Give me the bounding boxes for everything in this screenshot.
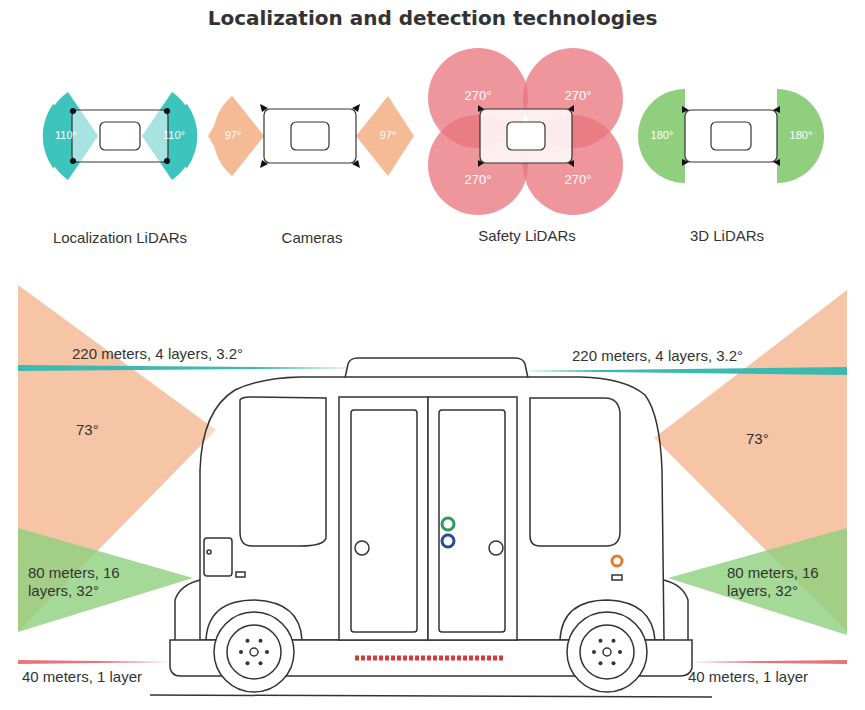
drawing-part xyxy=(246,661,250,665)
drawing-part xyxy=(592,650,596,654)
drawing-part xyxy=(18,285,216,632)
drawing-part xyxy=(507,122,545,150)
drawing-part xyxy=(599,639,603,643)
drawing-part xyxy=(612,556,622,566)
drawing-part xyxy=(259,639,263,643)
shuttle-vehicle xyxy=(150,358,712,697)
drawing-part xyxy=(265,650,269,654)
drawing-part xyxy=(618,650,622,654)
drawing-part xyxy=(612,639,616,643)
drawing-part xyxy=(18,528,193,632)
drawing-part xyxy=(520,367,847,375)
angle-label: 73° xyxy=(76,421,99,439)
sensor-name: 3D LiDARs xyxy=(690,227,764,245)
drawing-part xyxy=(164,158,170,164)
drawing-part xyxy=(259,661,263,665)
drawing-part xyxy=(204,538,232,576)
3d-lidar-icon xyxy=(638,89,824,183)
drawing-part xyxy=(207,550,211,554)
drawing-part xyxy=(599,661,603,665)
angle-label: 110° xyxy=(163,129,185,142)
drawing-part xyxy=(150,695,712,697)
drawing-part xyxy=(777,89,824,183)
drawing-part xyxy=(208,96,264,176)
drawing-part xyxy=(200,377,664,640)
drawing-part xyxy=(70,108,76,114)
drawing-part xyxy=(638,89,685,183)
drawing-part xyxy=(339,397,428,640)
angle-label: 270° xyxy=(565,172,592,188)
drawing-part xyxy=(260,104,360,168)
drawing-part xyxy=(236,572,245,577)
angle-label: 97° xyxy=(380,129,397,142)
drawing-part xyxy=(239,650,243,654)
drawing-part xyxy=(264,109,356,163)
range-label: 80 meters, 16 layers, 32° xyxy=(28,564,168,600)
sensor-fields xyxy=(18,285,847,664)
drawing-part xyxy=(567,612,647,692)
drawing-part xyxy=(355,541,369,555)
drawing-part xyxy=(682,106,780,166)
drawing-part xyxy=(214,612,294,692)
drawing-part xyxy=(442,518,454,530)
wheel-bolts xyxy=(239,639,622,666)
drawing-part xyxy=(489,541,503,555)
range-label: 220 meters, 4 layers, 3.2° xyxy=(72,345,243,363)
range-label: 220 meters, 4 layers, 3.2° xyxy=(572,347,743,365)
camera-icon xyxy=(208,96,414,176)
drawing-part xyxy=(250,648,258,656)
drawing-part xyxy=(439,410,505,632)
angle-label: 180° xyxy=(651,129,674,142)
drawing-part xyxy=(612,661,616,665)
drawing-part xyxy=(685,110,777,162)
sensor-name: Safety LiDARs xyxy=(478,227,576,245)
drawing-part xyxy=(690,660,847,664)
drawing-part xyxy=(70,158,76,164)
drawing-part xyxy=(291,122,329,150)
drawing-part xyxy=(246,639,250,643)
drawing-part xyxy=(100,122,140,150)
angle-label: 97° xyxy=(225,129,242,142)
range-label: 80 meters, 16 layers, 32° xyxy=(727,564,847,600)
angle-label: 180° xyxy=(790,129,813,142)
drawing-part xyxy=(442,535,454,547)
drawing-part xyxy=(240,397,326,546)
angle-label: 73° xyxy=(746,430,769,448)
drawing-part xyxy=(18,365,360,371)
angle-label: 110° xyxy=(55,129,77,142)
drawing-part xyxy=(72,110,168,162)
drawing-part xyxy=(355,656,505,661)
drawing-part xyxy=(530,398,620,546)
drawing-part xyxy=(478,105,574,167)
drawing-part xyxy=(603,648,611,656)
range-label: 40 meters, 1 layer xyxy=(22,668,142,686)
drawing-part xyxy=(356,96,414,176)
drawing-part xyxy=(580,625,634,679)
drawing-part xyxy=(18,660,172,664)
drawing-part xyxy=(428,397,517,640)
drawing-part xyxy=(227,625,281,679)
drawing-part xyxy=(711,122,751,150)
drawing-part xyxy=(612,575,622,580)
angle-label: 270° xyxy=(465,88,492,104)
drawing-part xyxy=(164,108,170,114)
range-label: 40 meters, 1 layer xyxy=(688,668,808,686)
drawing-part xyxy=(480,109,572,163)
diagram-title: Localization and detection technologies xyxy=(0,6,865,30)
drawing-part xyxy=(351,410,417,632)
drawing-part xyxy=(668,528,847,635)
safety-lidar-icon xyxy=(428,48,623,215)
sensor-name: Localization LiDARs xyxy=(53,229,187,247)
angle-label: 270° xyxy=(565,88,592,104)
drawing-part xyxy=(345,358,528,378)
sensor-name: Cameras xyxy=(282,229,343,247)
angle-label: 270° xyxy=(465,172,492,188)
localization-icon xyxy=(43,92,198,180)
